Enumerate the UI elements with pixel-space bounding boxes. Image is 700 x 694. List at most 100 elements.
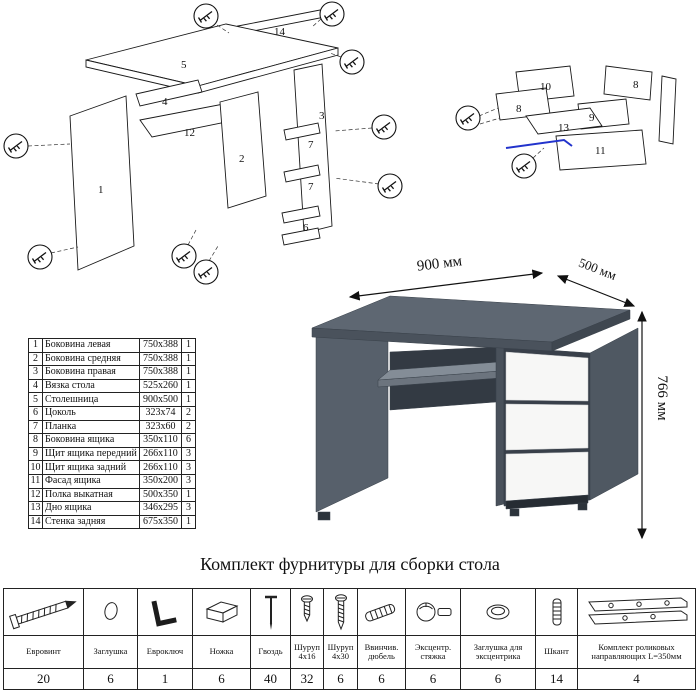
part-number: 5 [28, 392, 43, 407]
hardware-callouts [3, 1, 403, 285]
plinth-panel [281, 227, 321, 246]
part-size: 266x110 [139, 460, 182, 475]
part-name: Стенка задняя [42, 514, 140, 530]
part-qty: 1 [181, 487, 196, 503]
part-qty: 2 [181, 405, 196, 421]
part-size: 525x260 [139, 378, 182, 394]
desk-foot [577, 502, 588, 511]
part-qty: 1 [181, 365, 196, 380]
dowel-screw-icon [364, 603, 395, 622]
drawer-side-edge-panel [658, 75, 677, 145]
hardware-name: Ввинчив. дюбель [357, 635, 406, 669]
screw-cap-icon [103, 602, 118, 620]
part-size: 750x388 [139, 365, 182, 380]
drawer-front [505, 403, 589, 451]
part-name: Фасад ящика [42, 473, 140, 489]
part-number-label: 13 [558, 122, 570, 134]
part-number: 7 [28, 419, 43, 435]
part-number: 3 [28, 365, 43, 380]
hardware-callouts [455, 105, 537, 179]
part-qty: 6 [181, 433, 196, 448]
part-number-label: 7 [308, 181, 314, 193]
part-number: 2 [28, 351, 43, 367]
drawer-bottom-panel [525, 107, 603, 135]
hardware-name: Ножка [192, 635, 251, 669]
screw-callout-icon [27, 244, 53, 270]
part-number-label: 9 [589, 112, 595, 124]
plank-panel [283, 122, 321, 141]
plinth-panel [281, 205, 321, 224]
hardware-qty: 6 [405, 668, 461, 690]
part-name: Планка [42, 419, 140, 435]
part-number-label: 3 [319, 110, 325, 122]
hardware-name: Евровинт [3, 635, 84, 669]
part-size: 500x350 [139, 487, 182, 503]
screw-callout-icon [3, 133, 29, 159]
nail-icon [264, 595, 277, 630]
dimension-arrows [348, 269, 647, 540]
hardware-icon-cell [460, 588, 536, 636]
part-name: Щит ящика задний [42, 460, 140, 475]
part-name: Вязка стола [42, 378, 140, 394]
part-size: 350x200 [139, 473, 182, 489]
screw-4x16-icon [301, 595, 313, 623]
drawer-front [505, 451, 589, 502]
left-side-panel [69, 95, 135, 271]
part-qty: 3 [181, 501, 196, 516]
screw-callout-icon [511, 153, 537, 179]
part-name: Полка выкатная [42, 487, 140, 503]
part-size: 323x60 [139, 419, 182, 435]
part-number-label: 8 [516, 103, 522, 115]
hardware-name: Евроключ [137, 635, 193, 669]
desk-tie-panel [135, 79, 203, 107]
roller-guide-highlight [505, 138, 573, 149]
drawer-exploded-diagram: 10 8 8 9 13 11 [455, 65, 677, 179]
hardware-icon-cell [357, 588, 406, 636]
drawer-front [505, 351, 589, 402]
part-qty: 1 [181, 378, 196, 394]
middle-side-panel [219, 91, 267, 209]
part-size: 900x500 [139, 392, 182, 407]
part-number: 12 [28, 487, 43, 503]
part-number-label: 4 [162, 96, 168, 108]
hardware-qty: 6 [357, 668, 406, 690]
part-number-label: 10 [540, 81, 552, 93]
hardware-icon-cell [323, 588, 358, 636]
part-number: 4 [28, 378, 43, 394]
screw-callout-icon [193, 259, 219, 285]
part-number-label: 5 [181, 59, 187, 71]
hardware-name: Шуруп 4x30 [323, 635, 358, 669]
screw-callout-icon [319, 1, 345, 27]
hardware-name: Заглушка для эксцентрика [460, 635, 536, 669]
hardware-qty: 6 [83, 668, 138, 690]
part-number-label: 1 [98, 184, 104, 196]
screw-callout-icon [371, 114, 397, 140]
part-name: Щит ящика передний [42, 446, 140, 462]
screw-callout-icon [455, 105, 481, 131]
drawer-side-panel [603, 65, 653, 101]
part-number-label: 11 [595, 145, 606, 157]
part-name: Боковина левая [42, 338, 140, 353]
part-number: 11 [28, 473, 43, 489]
desk-foot [317, 511, 331, 521]
part-qty: 1 [181, 514, 196, 530]
depth-dimension-label: 500 мм [577, 255, 619, 283]
hex-key-icon [151, 600, 177, 627]
hardware-qty: 14 [535, 668, 578, 690]
hardware-icon-cell [192, 588, 251, 636]
desk-render [311, 295, 639, 521]
cam-cap-icon [486, 604, 510, 620]
part-size: 346x295 [139, 501, 182, 516]
part-number-label: 12 [184, 127, 195, 139]
hardware-kit-title: Комплект фурнитуры для сборки стола [200, 554, 500, 574]
